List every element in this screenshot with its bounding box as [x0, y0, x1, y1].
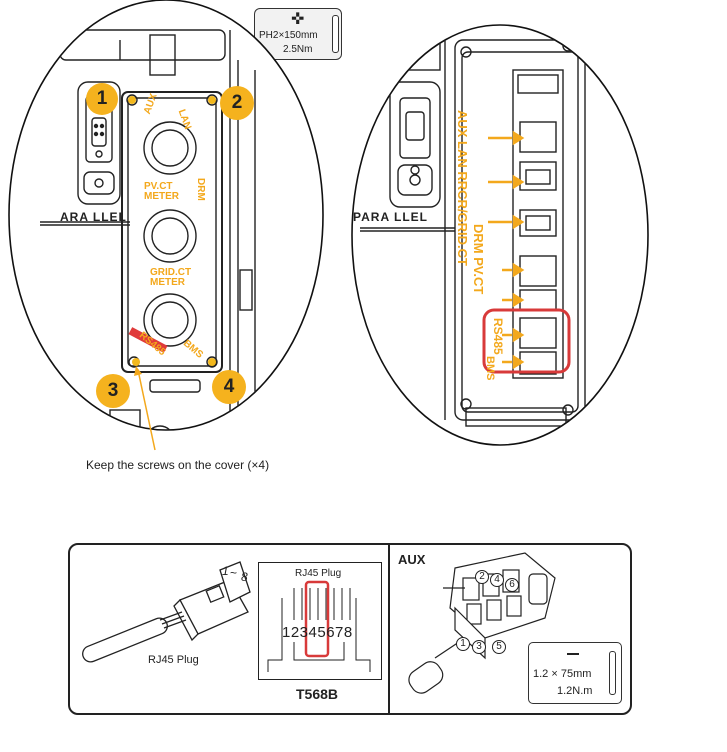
right-col3-label: RS485 [491, 318, 505, 355]
marker-3: 3 [96, 374, 130, 408]
right-col2-label: DRM PV.CT [471, 224, 486, 295]
right-col1-label: AUX LAN RRCR/GRID.CT [455, 110, 470, 266]
left-parallel-label: ARA LLEL [60, 210, 127, 224]
aux-title: AUX [398, 552, 426, 567]
rj45-pin-lines [267, 580, 371, 672]
aux-pin-4: 4 [490, 573, 504, 587]
rj45-pin-box: RJ45 Plug [258, 562, 382, 680]
marker-1: 1 [86, 83, 118, 115]
rj45-pin-box-title: RJ45 Plug [295, 568, 342, 579]
aux-pin-3: 3 [472, 640, 486, 654]
aux-pin-1: 1 [456, 637, 470, 651]
marker-4: 4 [212, 370, 246, 404]
aux-tool-box: 1.2 × 75mm 1.2N.m [528, 642, 622, 704]
pins-highlight: 45 [308, 624, 327, 641]
pin-range-tilde: ~ [230, 566, 238, 580]
aux-tool-torque: 1.2N.m [557, 685, 593, 697]
rj45-plug-label: RJ45 Plug [148, 654, 199, 666]
diagram-divider [388, 545, 390, 713]
marker-2: 2 [220, 86, 254, 120]
pin-start-label: 1 [222, 564, 229, 578]
aux-pin-5: 5 [492, 640, 506, 654]
pins-right: 678 [326, 624, 353, 641]
right-parallel-label: PARA LLEL [353, 210, 428, 224]
aux-pin-6: 6 [505, 578, 519, 592]
pins-left: 123 [282, 624, 309, 641]
standard-label: T568B [296, 686, 339, 702]
screwdriver-shaft [332, 15, 339, 53]
tool-torque-text: 2.5Nm [283, 44, 313, 55]
aux-tool-spec: 1.2 × 75mm [533, 668, 592, 680]
screwdriver-icon: ✜ [291, 11, 305, 28]
right-inverter-panel [351, 24, 649, 446]
left-gridct-label: GRID.CT METER [150, 267, 192, 288]
aux-pin-2: 2 [475, 570, 489, 584]
left-pvct-label: PV.CT METER [144, 181, 179, 202]
flat-screwdriver-icon [567, 653, 579, 655]
screw-caption: Keep the screws on the cover (×4) [86, 458, 270, 472]
right-col4-label: BMS [484, 356, 496, 381]
wiring-diagram-box [68, 543, 632, 715]
tool-spec-text: PH2×150mm [259, 30, 318, 41]
rj45-pin-numbers: 12345678 [282, 624, 353, 641]
pin-end-label: 8 [241, 570, 248, 584]
rj45-plug-illustration [82, 561, 251, 663]
aux-screwdriver-shaft [609, 651, 616, 695]
